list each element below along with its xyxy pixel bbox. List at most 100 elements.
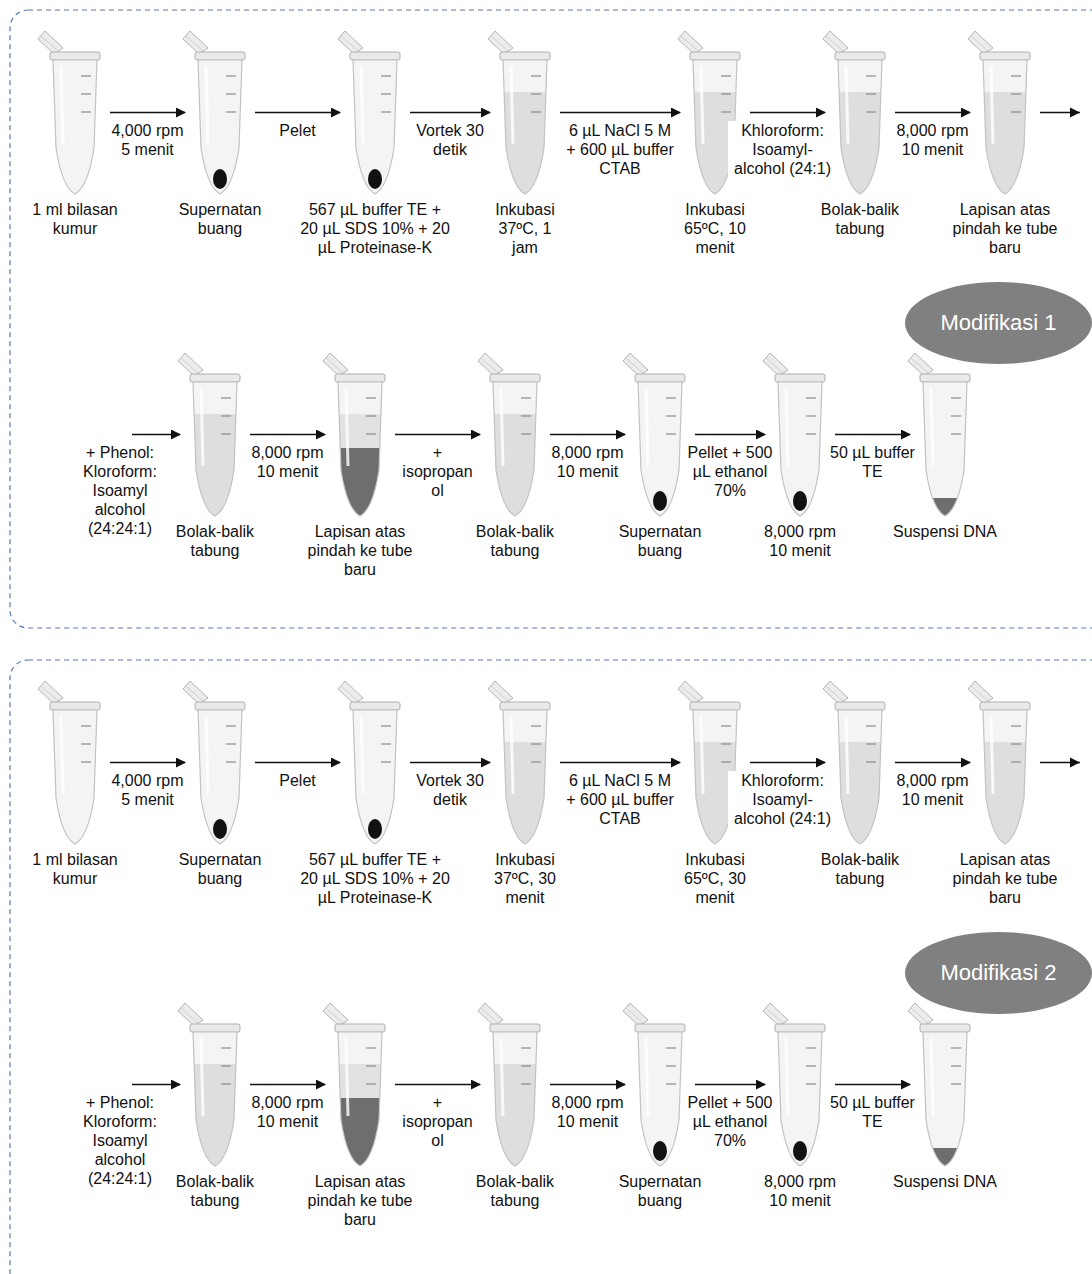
tube-illustration (190, 1002, 240, 1167)
tube-highlight (346, 388, 348, 466)
tube-graduation (226, 743, 236, 744)
tube-step: Bolak-balik tabung (190, 1002, 240, 1167)
step-label: Vortek 30 detik (410, 771, 490, 809)
tube-graduation (381, 93, 391, 94)
tube-liquid (190, 1064, 240, 1174)
process-arrow-group (560, 762, 680, 763)
tube-step: Lapisan atas pindah ke tube baru (980, 30, 1030, 195)
process-arrow (895, 762, 970, 763)
tube-outline (983, 710, 1027, 844)
tube-illustration (500, 680, 550, 845)
tube-step: Lapisan atas pindah ke tube baru (335, 352, 385, 517)
step-label: 8,000 rpm 10 menit (248, 1093, 328, 1131)
tube-graduation (721, 75, 731, 76)
tube-graduation (806, 1083, 816, 1084)
tube-lid (478, 1003, 503, 1026)
step-label: + Phenol: Kloroform: Isoamyl alcohol (24… (78, 1093, 162, 1189)
tube-rim (335, 374, 385, 382)
tube-graduation (806, 433, 816, 434)
tube-caption: Supernatan buang (170, 850, 270, 888)
tube-rim (500, 702, 550, 710)
tube-lid (678, 31, 703, 54)
tube-lid-edge (186, 686, 203, 701)
tube-step: Inkubasi 37ºC, 1 jam (500, 30, 550, 195)
tube-graduation (381, 111, 391, 112)
tube-step: 1 ml bilasan kumur (50, 680, 100, 845)
tube-graduation (366, 1047, 376, 1048)
tube-liquid (835, 742, 885, 852)
process-arrow (410, 762, 490, 763)
tube-lid (183, 681, 208, 704)
tube-graduation (531, 725, 541, 726)
tube-outline (53, 710, 97, 844)
tube-lid-edge (681, 36, 698, 51)
tube-lid (178, 353, 203, 376)
tube-rim (190, 1024, 240, 1032)
tube-illustration (920, 352, 970, 517)
tube-graduation (866, 75, 876, 76)
process-arrow-group (835, 434, 910, 435)
tube-illustration (920, 1002, 970, 1167)
tube-step: Bolak-balik tabung (190, 352, 240, 517)
process-arrow-group (395, 434, 480, 435)
tube-highlight (646, 388, 648, 466)
tube-illustration (500, 30, 550, 195)
tube-highlight (786, 1038, 788, 1116)
tube-graduation (521, 433, 531, 434)
process-arrow-group (255, 112, 340, 113)
tube-caption: Bolak-balik tabung (468, 522, 563, 560)
tube-graduation (806, 1065, 816, 1066)
tube-step: Supernatan buang (195, 680, 245, 845)
tube-contents (980, 92, 1030, 202)
tube-rim (980, 702, 1030, 710)
tube-graduation (721, 93, 731, 94)
tube-illustration (190, 352, 240, 517)
tube-highlight (511, 66, 513, 144)
tube-body (923, 382, 967, 516)
tube-graduation (381, 725, 391, 726)
tube-step: Supernatan buang (635, 352, 685, 517)
tube-graduation (366, 415, 376, 416)
tube-lid-edge (971, 36, 988, 51)
tube-graduation (531, 111, 541, 112)
tube-contents (335, 414, 385, 528)
tube-graduation (666, 1047, 676, 1048)
tube-illustration (980, 30, 1030, 195)
step-label: 50 µL buffer TE (823, 443, 923, 481)
tube-rim (775, 1024, 825, 1032)
tube-graduation (521, 1083, 531, 1084)
tube-lid-edge (326, 1008, 343, 1023)
process-arrow-group (395, 1084, 480, 1085)
tube-outline (503, 710, 547, 844)
tube-body (198, 60, 242, 194)
tube-outline (193, 1032, 237, 1166)
tube-caption: Lapisan atas pindah ke tube baru (948, 200, 1063, 258)
arrow-head (1070, 758, 1080, 768)
tube-lid-edge (971, 686, 988, 701)
step-label: 8,000 rpm 10 menit (548, 1093, 628, 1131)
tube-graduation (666, 415, 676, 416)
tube-illustration (50, 680, 100, 845)
tube-caption: Bolak-balik tabung (813, 200, 908, 238)
tube-liquid (980, 742, 1030, 852)
tube-highlight (61, 66, 63, 144)
tube-lid (323, 1003, 348, 1026)
process-arrow (895, 112, 970, 113)
process-arrow (550, 434, 625, 435)
tube-outline (983, 60, 1027, 194)
tube-caption: 8,000 rpm 10 menit (755, 522, 845, 560)
tube-rim (50, 702, 100, 710)
step-label: 8,000 rpm 10 menit (548, 443, 628, 481)
tube-graduation (1011, 761, 1021, 762)
tube-caption: Inkubasi 65ºC, 30 menit (675, 850, 755, 908)
tube-step: Lapisan atas pindah ke tube baru (335, 1002, 385, 1167)
tube-rim (835, 702, 885, 710)
process-arrow-group (550, 1084, 625, 1085)
tube-graduation (81, 743, 91, 744)
tube-highlight (991, 66, 993, 144)
tube-graduation (521, 1047, 531, 1048)
tube-outline (193, 382, 237, 516)
tube-illustration (775, 1002, 825, 1167)
tube-outline (353, 60, 397, 194)
tube-outline (338, 1032, 382, 1166)
